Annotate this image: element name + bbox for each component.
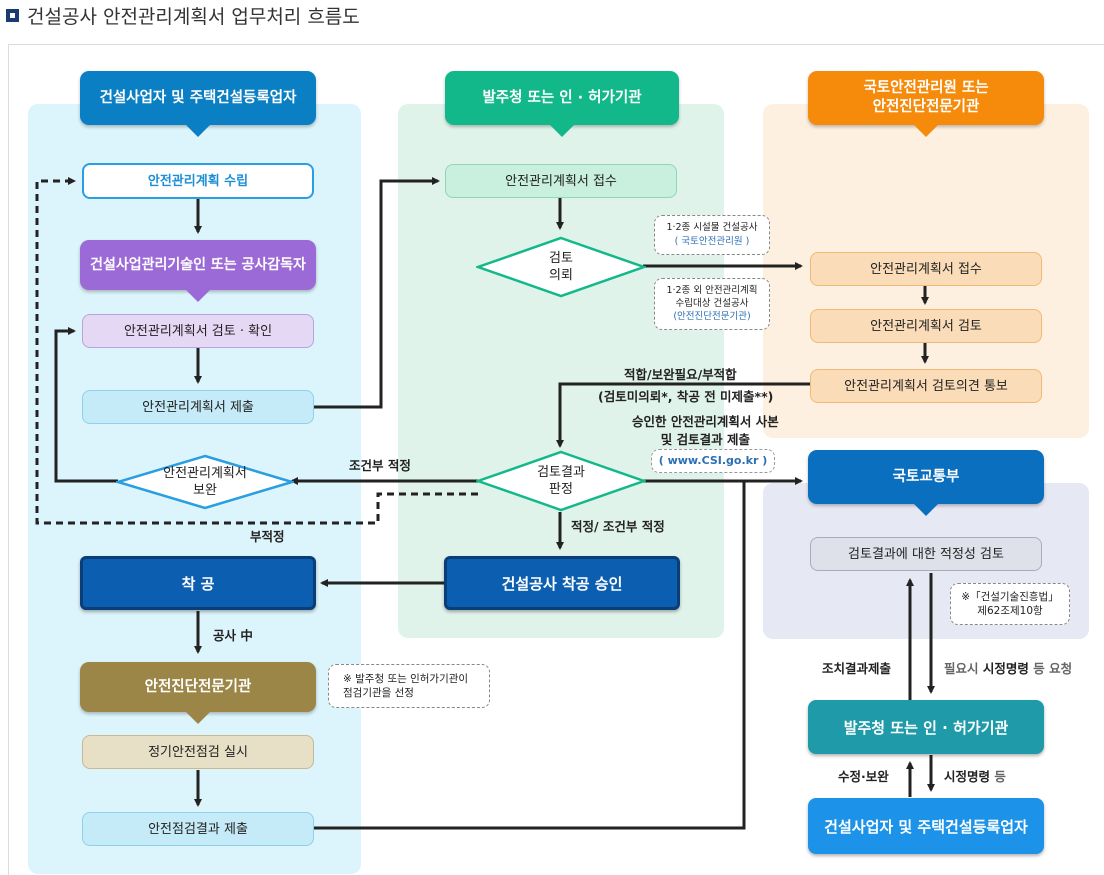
conditional-label: 조건부 적정 — [349, 458, 411, 473]
action-result-label: 조치결과제출 — [822, 661, 892, 676]
molit-contractor-node: 건설사업자 및 주택건설등록업자 — [808, 798, 1044, 854]
correction-request-label: 필요시 시정명령 등 요청 — [944, 660, 1072, 678]
review-confirm-node: 안전관리계획서 검토 · 확인 — [82, 314, 314, 348]
adequacy-review-node: 검토결과에 대한 적정성 검토 — [810, 537, 1042, 571]
kalis-header: 국토안전관리원 또는 안전진단전문기관 — [808, 71, 1044, 137]
approved-copy-label: 승인한 안전관리계획서 사본 및 검토결과 제출 — [632, 414, 779, 447]
orderer-header: 발주청 또는 인 · 허가기관 — [445, 71, 679, 137]
kalis-review-node: 안전관리계획서 검토 — [810, 309, 1042, 343]
correction-order-bold: 시정명령 — [944, 769, 991, 784]
diagram-frame — [8, 44, 1104, 875]
supplement-diamond — [116, 454, 294, 510]
expert-org-header: 안전진단전문기관 — [80, 662, 316, 724]
correction-order-label: 시정명령 등 — [944, 768, 1006, 786]
inadequate-label: 부적정 — [250, 529, 285, 544]
supervisor-header: 건설사업관리기술인 또는 공사감독자 — [80, 240, 316, 302]
csi-url-note: ( www.CSI.go.kr ) — [651, 449, 775, 473]
construction-approval-node: 건설공사 착공 승인 — [444, 556, 680, 610]
page-title-text: 건설공사 안전관리계획서 업무처리 흐름도 — [27, 6, 360, 28]
molit-header: 국토교통부 — [808, 450, 1044, 516]
correction-request-bold: 시정명령 — [982, 661, 1029, 676]
correction-request-prefix: 필요시 — [944, 661, 983, 676]
molit-orderer-node: 발주청 또는 인 · 허가기관 — [808, 700, 1044, 754]
expert-target-note-line2: (안전진단전문기관) — [673, 311, 751, 322]
correction-order-suffix: 등 — [990, 769, 1006, 784]
kalis-header-text: 국토안전관리원 또는 안전진단전문기관 — [863, 80, 989, 115]
safety-plan-node: 안전관리계획 수립 — [82, 163, 314, 199]
expert-target-note-line1: 1·2종 외 안전관리계획 수립대상 건설공사 — [666, 285, 758, 309]
inspection-result-node: 안전점검결과 제출 — [82, 812, 314, 846]
csi-url-text: ( www.CSI.go.kr ) — [658, 454, 768, 467]
expert-target-note: 1·2종 외 안전관리계획 수립대상 건설공사 (안전진단전문기관) — [654, 278, 770, 330]
expert-selection-note-text: ※ 발주청 또는 인허가기관이 점검기관을 선정 — [343, 673, 469, 699]
adequate-label: 적정/ 조건부 적정 — [571, 519, 665, 534]
kalis-receive-node: 안전관리계획서 접수 — [810, 252, 1042, 286]
judgement-label: 검토결과 판정 — [537, 465, 585, 497]
page-title: 건설공사 안전관리계획서 업무처리 흐름도 — [6, 2, 360, 29]
start-construction-node: 착 공 — [80, 556, 316, 610]
submit-plan-node: 안전관리계획서 제출 — [82, 390, 314, 424]
orderer-receive-node: 안전관리계획서 접수 — [445, 164, 677, 198]
correction-request-suffix: 등 요청 — [1028, 661, 1073, 676]
expert-selection-note: ※ 발주청 또는 인허가기관이 점검기관을 선정 — [328, 664, 490, 708]
kalis-target-note-line2: ( 국토안전관리원 ) — [674, 236, 750, 247]
kalis-target-note-line1: 1·2종 시설물 건설공사 — [666, 222, 758, 233]
kalis-target-note: 1·2종 시설물 건설공사 ( 국토안전관리원 ) — [654, 215, 770, 255]
revise-label: 수정·보완 — [838, 769, 889, 784]
result-detail-label: (검토미의뢰*, 착공 전 미제출**) — [598, 389, 774, 404]
law-reference-note: ※「건설기술진흥법」 제62조제10항 — [950, 583, 1070, 625]
review-request-label: 검토 의뢰 — [549, 251, 573, 283]
result-types-label: 적합/보완필요/부적합 — [624, 367, 737, 382]
judgement-diamond — [476, 450, 646, 512]
supplement-label: 안전관리계획서 보완 — [163, 466, 247, 498]
regular-inspection-node: 정기안전점검 실시 — [82, 735, 314, 769]
square-bullet-icon — [6, 9, 19, 22]
review-request-diamond — [476, 236, 646, 298]
under-construction-label: 공사 中 — [213, 628, 253, 643]
law-reference-note-text: ※「건설기술진흥법」 제62조제10항 — [961, 591, 1059, 617]
kalis-notify-node: 안전관리계획서 검토의견 통보 — [810, 369, 1042, 403]
contractor-header: 건설사업자 및 주택건설등록업자 — [80, 71, 316, 137]
